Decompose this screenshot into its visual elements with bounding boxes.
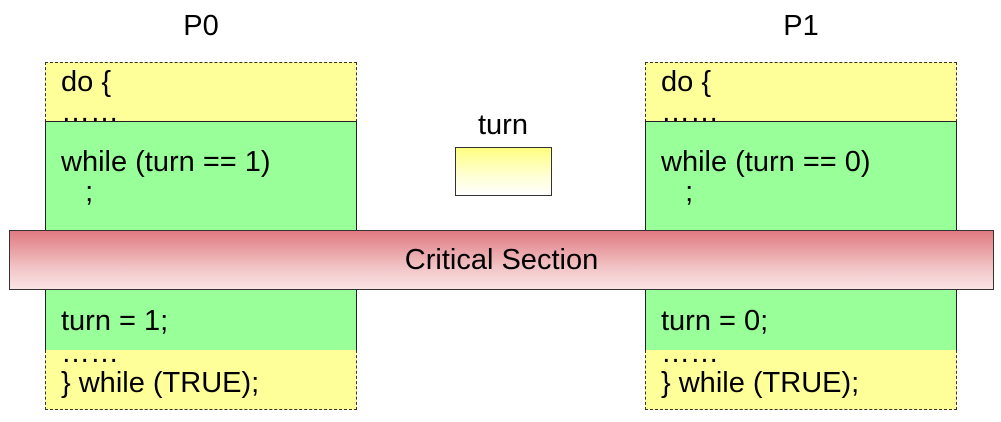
p1-entry-code: while (turn == 0) ; [661,146,871,208]
critical-section-label: Critical Section [404,243,599,276]
p0-top-code: do { …… [61,66,119,128]
p0-exit-code: turn = 1; [61,305,169,337]
p1-bottom-code: …… } while (TRUE); [661,337,860,399]
turn-variable-box [455,147,552,196]
critical-section-bar: Critical Section [9,230,994,290]
p1-top-code: do { …… [661,66,719,128]
p1-top-block: do { …… [645,62,957,127]
p1-exit-block: turn = 0; [645,289,957,351]
p1-title: P1 [783,10,819,42]
p0-bottom-block: …… } while (TRUE); [45,338,357,410]
p0-entry-block: while (turn == 1) ; [45,121,357,231]
p0-bottom-code: …… } while (TRUE); [61,337,260,399]
p1-exit-code: turn = 0; [661,305,769,337]
p0-entry-code: while (turn == 1) ; [61,146,271,208]
p1-entry-block: while (turn == 0) ; [645,121,957,231]
p1-bottom-block: …… } while (TRUE); [645,338,957,410]
turn-variable-label: turn [478,109,528,141]
p0-title: P0 [183,10,219,42]
p0-top-block: do { …… [45,62,357,127]
